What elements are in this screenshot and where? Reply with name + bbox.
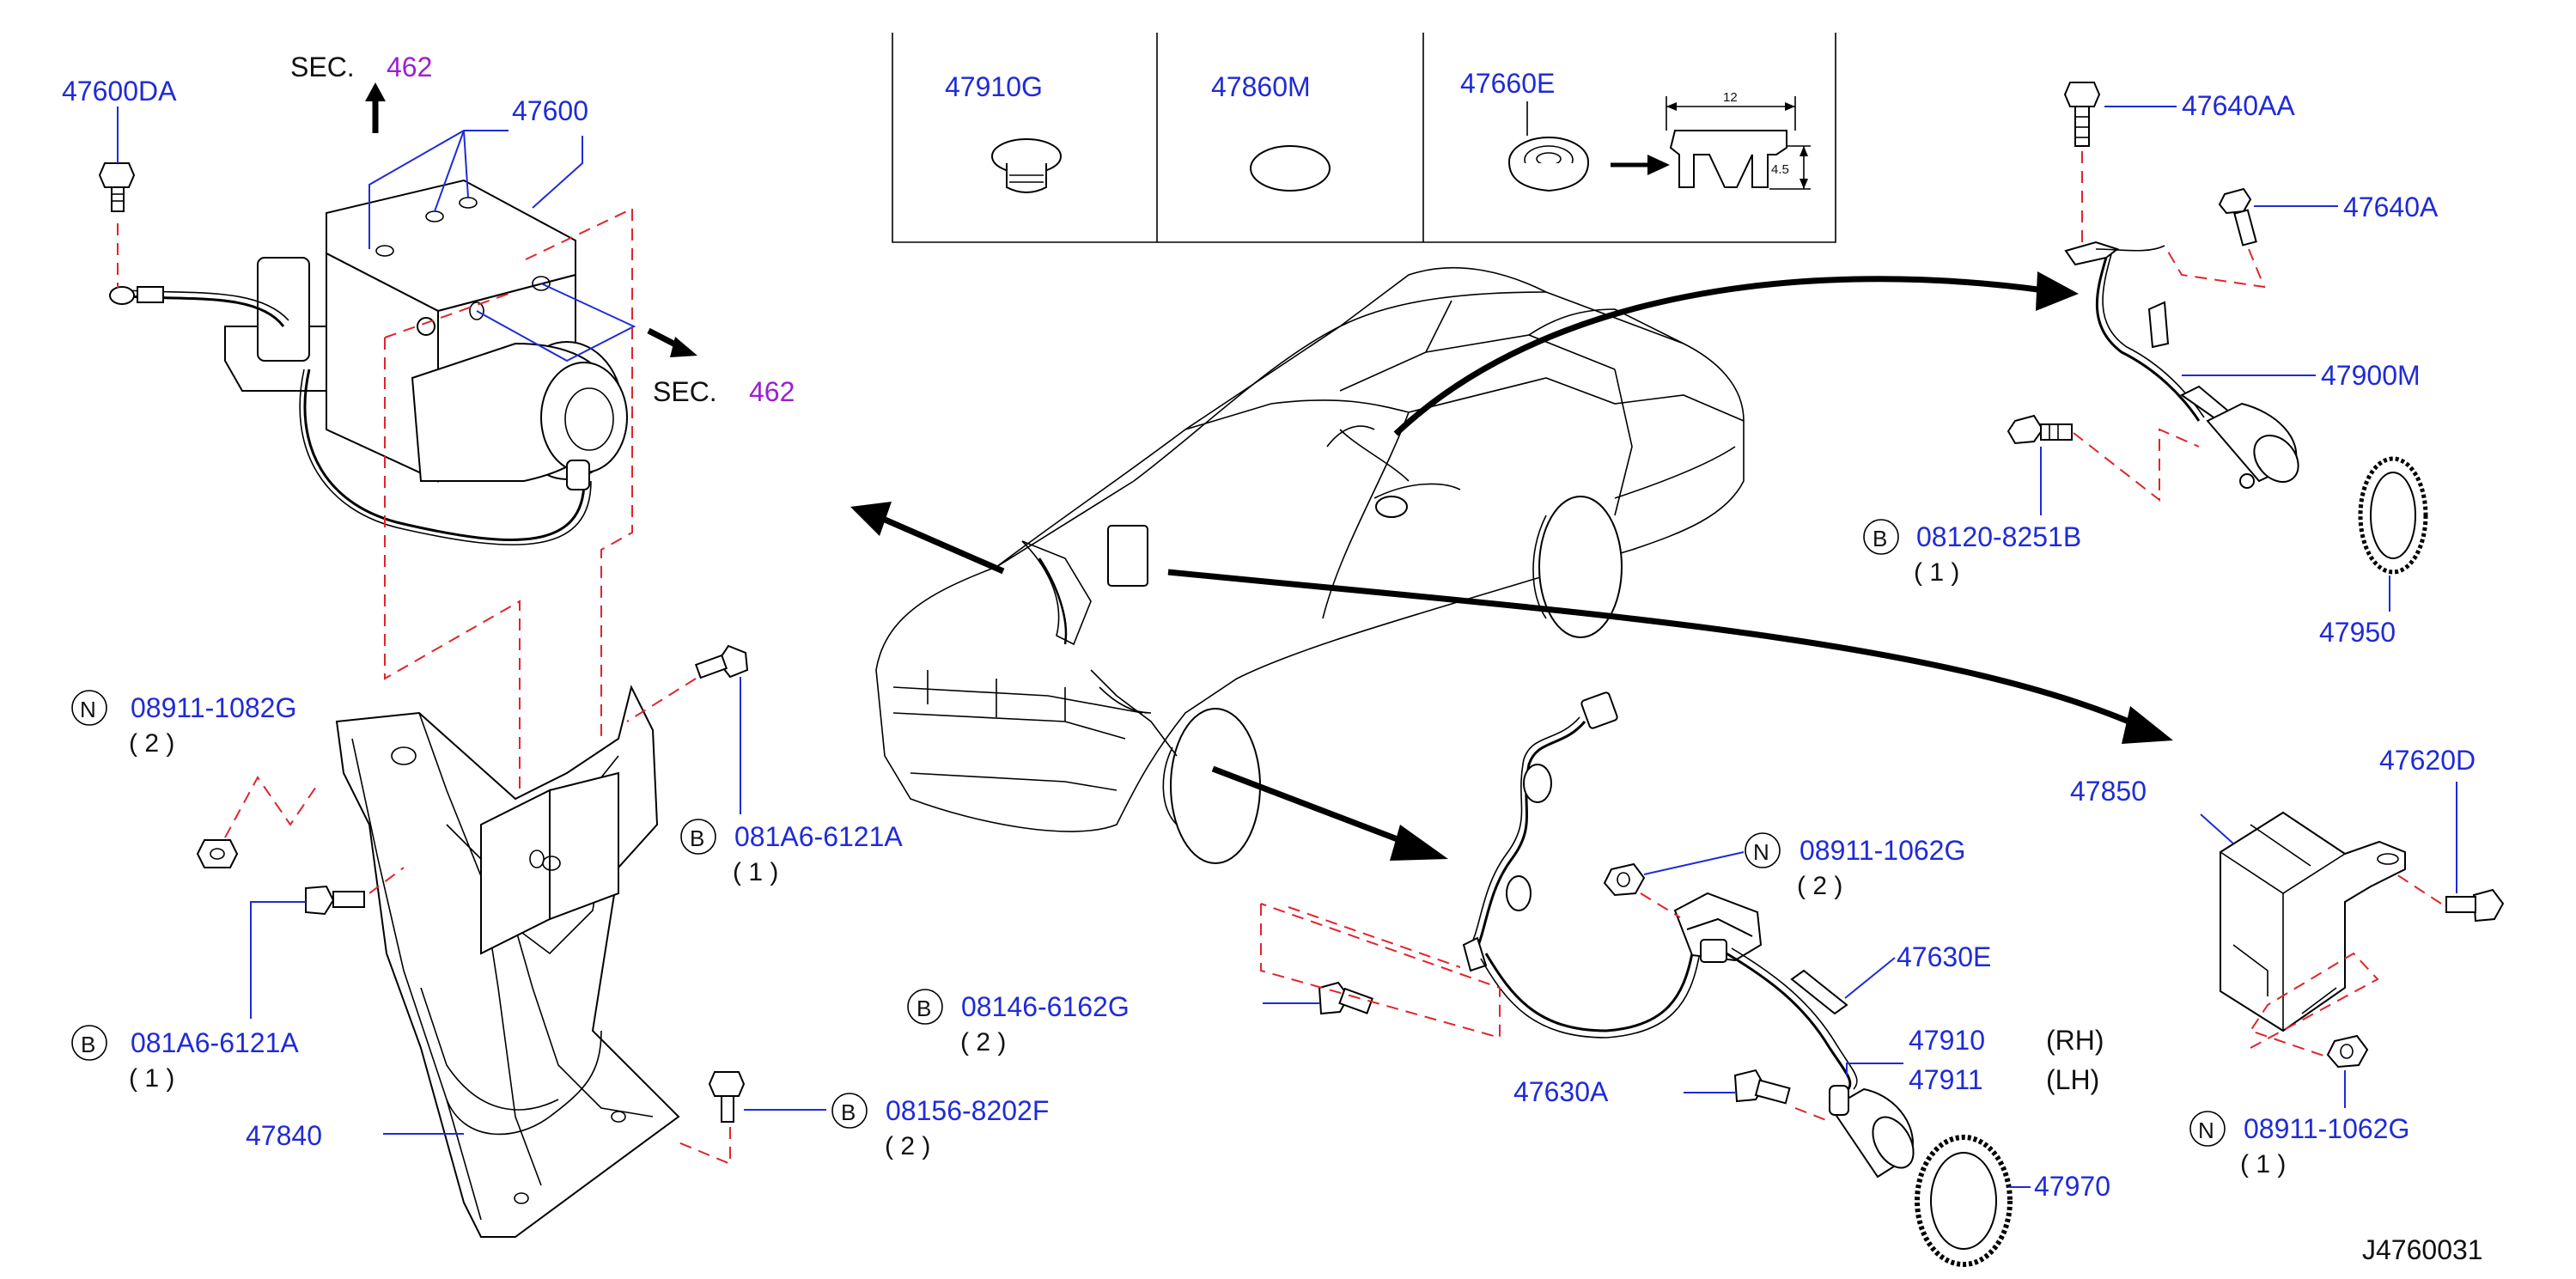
part-47840-label: 47840 bbox=[246, 1120, 322, 1151]
part-47850-label: 47850 bbox=[2070, 776, 2147, 807]
bolt-08156-8202F-icon bbox=[708, 1071, 746, 1123]
svg-text:N: N bbox=[80, 697, 96, 722]
part-47900M-label: 47900M bbox=[2321, 360, 2421, 391]
nut-08911-1062G-right-icon bbox=[2326, 1034, 2369, 1069]
b-symbol-icon bbox=[680, 819, 716, 855]
fastener-08911-1062G-right-label: 08911-1062G bbox=[2244, 1113, 2409, 1144]
fastener-08146-6162G-qty: ( 2 ) bbox=[960, 1028, 1006, 1057]
fastener-08911-1062G-mid-label: 08911-1062G bbox=[1800, 835, 1965, 866]
bolt-47640AA-icon bbox=[2063, 82, 2101, 147]
side-lh-label: (LH) bbox=[2046, 1064, 2099, 1095]
n-symbol-icon bbox=[71, 690, 107, 726]
bolt-47600DA-icon bbox=[98, 162, 136, 212]
speed-sensor-47900M bbox=[2007, 82, 2428, 575]
part-47630A-label: 47630A bbox=[1513, 1076, 1609, 1107]
bracket-47840 bbox=[335, 685, 680, 1238]
fastener-08120-8251B-label: 08120-8251B bbox=[1916, 521, 2081, 552]
sec-up-arrow-icon bbox=[365, 82, 386, 101]
fastener-08156-8202F-qty: ( 2 ) bbox=[885, 1132, 930, 1160]
sec-right-arrow-icon bbox=[670, 337, 697, 357]
sec-ref-right-prefix: SEC. bbox=[653, 376, 717, 407]
dimension-height-label: 4.5 bbox=[1771, 162, 1789, 177]
b-symbol-icon bbox=[71, 1025, 107, 1061]
sensor-head-icon bbox=[2206, 402, 2299, 489]
seal-47860M bbox=[1250, 145, 1331, 192]
inset-box: 47910G 47860M 47660E 12 bbox=[892, 33, 1836, 243]
sec-ref-top-number: 462 bbox=[387, 52, 432, 82]
inset-part-47860M-label: 47860M bbox=[1211, 71, 1311, 102]
svg-text:B: B bbox=[81, 1032, 95, 1057]
bolt-081A6-upper-icon bbox=[694, 644, 749, 679]
part-47640A-label: 47640A bbox=[2343, 192, 2439, 222]
side-rh-label: (RH) bbox=[2046, 1025, 2104, 1056]
tone-ring-47970-icon bbox=[1915, 1135, 2013, 1267]
part-47600-label: 47600 bbox=[512, 95, 588, 126]
sec-ref-right-number: 462 bbox=[749, 376, 795, 407]
bolt-08146-6162G-icon bbox=[1318, 981, 1373, 1015]
section-arrow-icon bbox=[1647, 155, 1670, 175]
fastener-081A6-6121A-upper-qty: ( 1 ) bbox=[733, 858, 778, 886]
abs-actuator-47600 bbox=[98, 82, 697, 812]
fastener-08146-6162G-label: 08146-6162G bbox=[961, 991, 1130, 1022]
inset-part-47660E-label: 47660E bbox=[1460, 68, 1555, 99]
n-symbol-icon bbox=[2189, 1111, 2226, 1147]
callout-arrow-wheel-sensor-icon bbox=[1390, 825, 1448, 861]
bolt-47620D-icon bbox=[2445, 888, 2505, 923]
callout-arrow-actuator-icon bbox=[850, 502, 892, 536]
fastener-08156-8202F-label: 08156-8202F bbox=[886, 1095, 1049, 1126]
b-symbol-icon bbox=[907, 989, 943, 1025]
fastener-081A6-6121A-upper-label: 081A6-6121A bbox=[734, 821, 903, 852]
inset-part-47910G-label: 47910G bbox=[945, 71, 1043, 102]
svg-text:B: B bbox=[1873, 526, 1887, 551]
svg-text:B: B bbox=[917, 996, 931, 1021]
bolt-08120-8251B-icon bbox=[2007, 414, 2073, 445]
fastener-08120-8251B-qty: ( 1 ) bbox=[1914, 558, 1959, 587]
part-47600DA-label: 47600DA bbox=[62, 76, 177, 107]
part-47911-label: 47911 bbox=[1909, 1064, 1983, 1095]
wheel-sensor-47910 bbox=[1260, 691, 2013, 1267]
vehicle-outline bbox=[875, 266, 1745, 864]
fastener-08911-1062G-mid-qty: ( 2 ) bbox=[1797, 872, 1842, 900]
dimension-width-label: 12 bbox=[1723, 90, 1738, 105]
fastener-08911-1062G-right-qty: ( 1 ) bbox=[2240, 1150, 2286, 1179]
callout-arrow-control-unit-icon bbox=[2122, 706, 2173, 744]
b-symbol-icon bbox=[1863, 519, 1899, 555]
nut-08911-1062G-mid-icon bbox=[1603, 862, 1646, 897]
svg-text:N: N bbox=[2198, 1118, 2214, 1143]
part-47910-label: 47910 bbox=[1909, 1025, 1985, 1056]
grommet-47910G bbox=[991, 138, 1062, 193]
grommet-section-profile: 12 4.5 bbox=[1666, 90, 1811, 190]
part-47630E-label: 47630E bbox=[1897, 941, 1991, 972]
fastener-081A6-6121A-lower-qty: ( 1 ) bbox=[129, 1064, 174, 1093]
b-symbol-icon bbox=[831, 1093, 868, 1129]
diagram-id: J4760031 bbox=[2362, 1234, 2483, 1265]
part-47950-label: 47950 bbox=[2319, 617, 2396, 648]
svg-text:B: B bbox=[690, 825, 704, 851]
nut-08911-1082G-icon bbox=[196, 839, 239, 868]
n-symbol-icon bbox=[1745, 832, 1781, 868]
sec-ref-top-prefix: SEC. bbox=[290, 52, 355, 82]
control-unit-47850 bbox=[2220, 811, 2505, 1069]
bolt-47640A-icon bbox=[2218, 187, 2257, 247]
tone-ring-47950-icon bbox=[2358, 456, 2428, 575]
svg-text:N: N bbox=[1753, 839, 1769, 865]
fastener-081A6-6121A-lower-label: 081A6-6121A bbox=[131, 1027, 299, 1058]
fastener-08911-1082G-qty: ( 2 ) bbox=[129, 729, 174, 758]
svg-text:B: B bbox=[841, 1099, 856, 1125]
grommet-47660E bbox=[1508, 137, 1589, 192]
bolt-081A6-lower-icon bbox=[305, 885, 365, 916]
part-47970-label: 47970 bbox=[2034, 1171, 2110, 1202]
bolt-47630A-icon bbox=[1733, 1069, 1791, 1105]
fastener-08911-1082G-label: 08911-1082G bbox=[131, 692, 296, 723]
part-47640AA-label: 47640AA bbox=[2182, 90, 2295, 121]
part-47620D-label: 47620D bbox=[2379, 745, 2476, 776]
callout-arrow-speed-sensor-icon bbox=[2036, 271, 2079, 311]
sensor-head-47910-icon bbox=[1829, 1085, 1915, 1179]
